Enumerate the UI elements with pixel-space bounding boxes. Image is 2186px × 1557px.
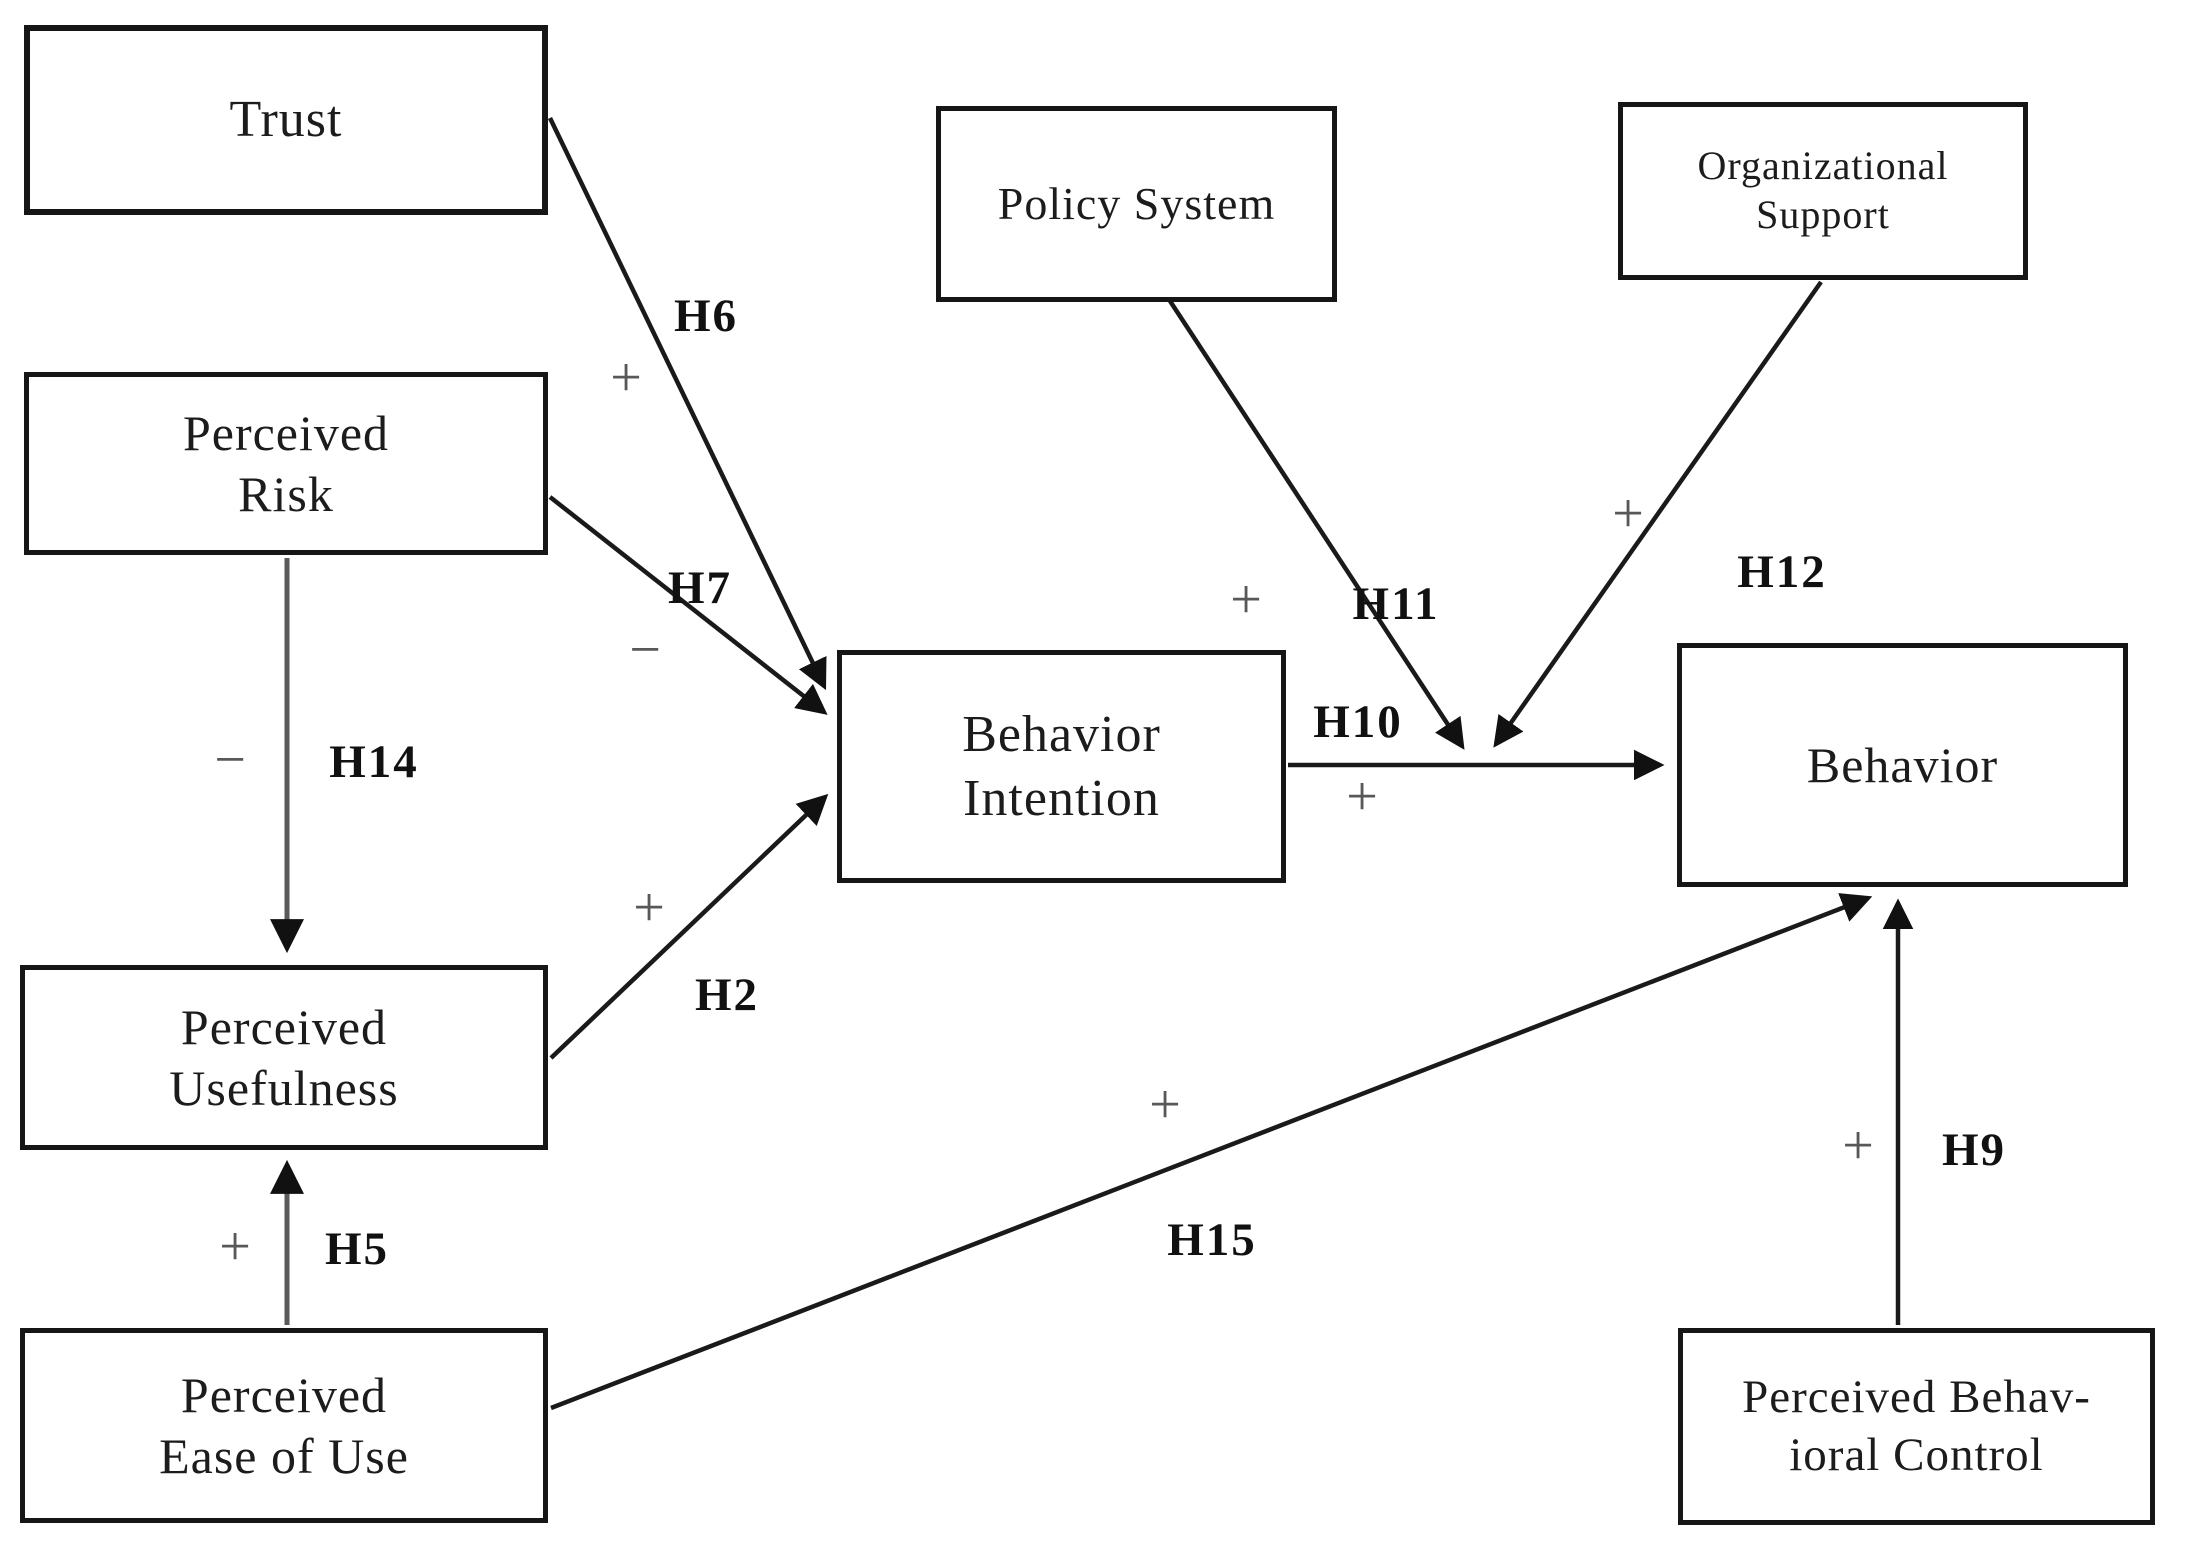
node-organizational-support-label: Organizational Support [1697,143,1949,237]
edge-sign-h12: + [1612,483,1644,545]
node-organizational-support: Organizational Support [1618,102,2028,280]
edge-sign-h14: − [214,729,246,791]
edge-sign-h7: − [629,619,661,681]
node-perceived-ease-of-use-label: Perceived Ease of Use [159,1366,409,1484]
edge-label-h9: H9 [1941,1124,2007,1176]
node-behavior-label: Behavior [1806,736,1999,793]
node-behavior: Behavior [1677,643,2128,887]
edge-sign-h6: + [610,347,642,409]
node-policy-system-label: Policy System [997,177,1276,229]
edge-label-h7: H7 [667,562,733,614]
edge-label-h14: H14 [329,736,419,788]
edge-label-h10: H10 [1313,696,1403,748]
edge-line-h7 [548,495,828,715]
edge-sign-h15: + [1149,1074,1181,1136]
node-perceived-usefulness: Perceived Usefulness [20,965,548,1150]
node-perceived-usefulness-label: Perceived Usefulness [169,998,399,1116]
node-perceived-behavioral-control: Perceived Behav- ioral Control [1678,1328,2155,1525]
edge-sign-h11: + [1230,569,1262,631]
edge-sign-h5: + [219,1216,251,1278]
edge-label-h5: H5 [324,1223,390,1275]
edge-label-h11: H11 [1352,578,1440,630]
edge-sign-h9: + [1842,1115,1874,1177]
node-perceived-risk-label: Perceived Risk [182,404,390,522]
edge-sign-h10: + [1346,766,1378,828]
node-perceived-ease-of-use: Perceived Ease of Use [20,1328,548,1523]
node-perceived-risk: Perceived Risk [24,372,548,555]
edge-sign-h2: + [633,877,665,939]
edge-line-h2 [549,793,829,1060]
edge-label-h12: H12 [1737,546,1827,598]
node-policy-system: Policy System [936,106,1337,302]
node-perceived-behavioral-control-label: Perceived Behav- ioral Control [1742,1371,2091,1481]
edge-line-h6 [547,117,827,691]
node-behavior-intention: Behavior Intention [837,650,1286,883]
edge-line-h11 [1168,299,1465,750]
edge-label-h15: H15 [1167,1214,1257,1266]
edge-line-h15 [550,893,1873,1411]
node-behavior-intention-label: Behavior Intention [962,706,1161,827]
edge-label-h2: H2 [694,969,760,1021]
edge-label-h6: H6 [673,290,739,342]
node-trust: Trust [24,25,548,215]
node-trust-label: Trust [229,91,343,149]
edge-line-h12 [1493,280,1823,748]
